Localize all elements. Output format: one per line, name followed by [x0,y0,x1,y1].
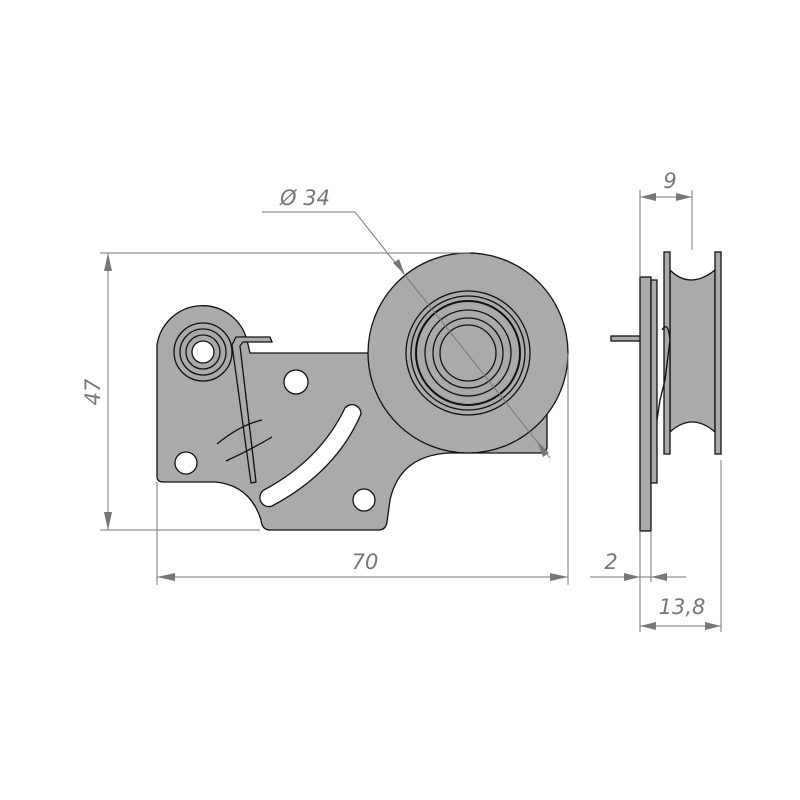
wheel [367,252,569,454]
mounting-hole [352,488,376,512]
adjustment-slot [259,404,362,508]
diameter-dimension: Ø 34 [279,186,330,210]
dimensions: 47 70 Ø 34 9 2 13,8 [81,169,722,632]
wheel-width-dimension: 9 [663,169,676,193]
mounting-hole [283,369,309,395]
mounting-hole [174,451,198,475]
front-view [156,252,569,531]
side-view [610,251,722,532]
spring [173,322,273,484]
height-dimension: 47 [81,378,105,405]
total-depth-dimension: 13,8 [659,595,706,619]
plate-thickness-dimension: 2 [604,550,617,574]
width-dimension: 70 [352,550,379,574]
